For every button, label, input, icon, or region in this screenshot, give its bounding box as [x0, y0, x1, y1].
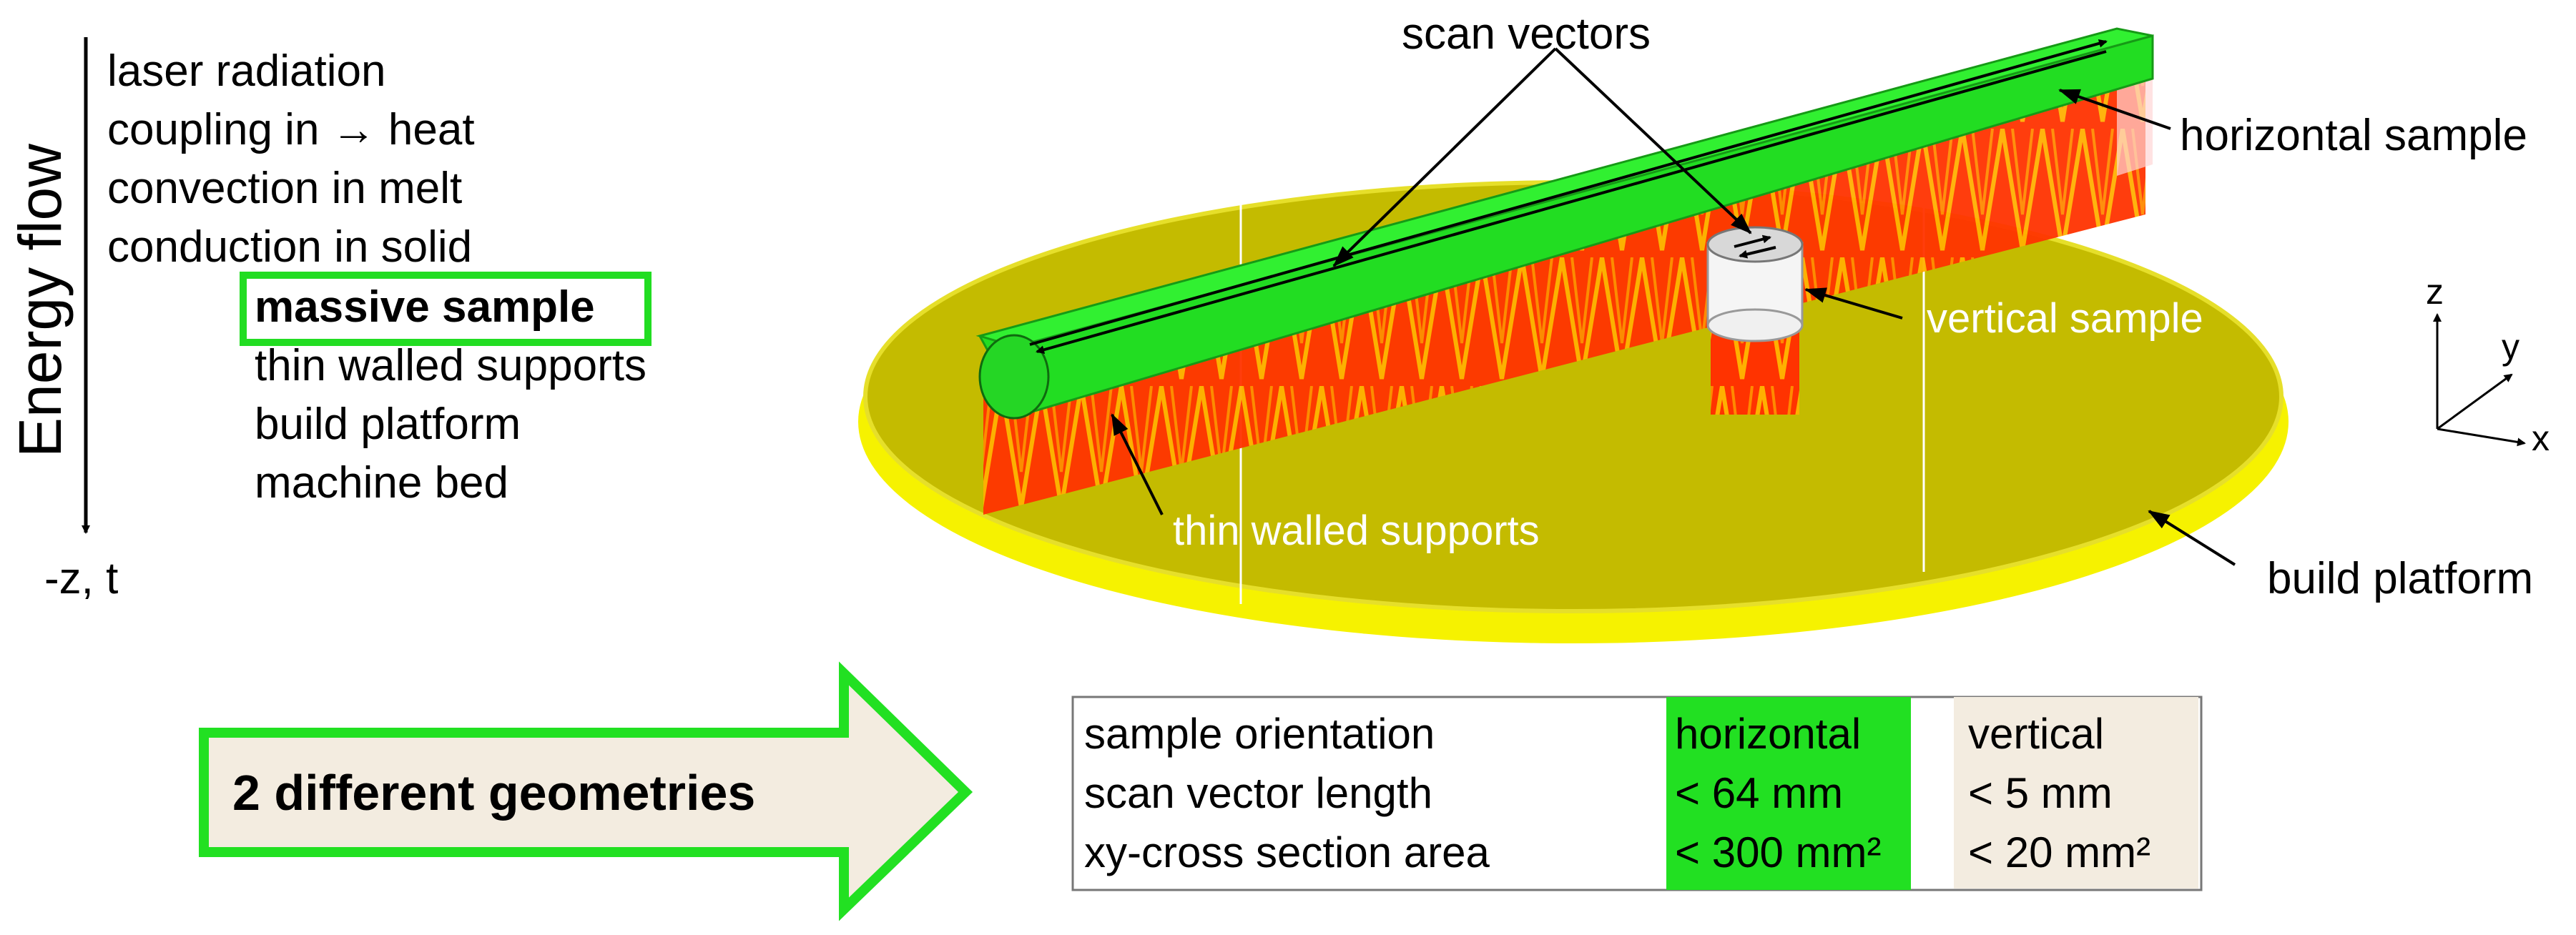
- leader-thin-walled-supports: [1111, 413, 1164, 515]
- table-column-horizontal-bg: [1666, 697, 1911, 890]
- vertical-sample-base: [1706, 308, 1804, 342]
- energy-flow-axis-end-label: -z, t: [44, 554, 118, 603]
- table-cell-property: scan vector length: [1084, 769, 1432, 817]
- label-build-platform: build platform: [2267, 554, 2533, 603]
- horizontal-sample-end-cap: [978, 334, 1050, 420]
- energy-flow-item: convection in melt: [107, 164, 462, 213]
- energy-flow-item: thin walled supports: [255, 341, 647, 390]
- energy-flow-axis-title: Energy flow: [6, 144, 74, 457]
- build-model-illustration: scan vectors horizontal sample vertical …: [858, 9, 2550, 643]
- label-thin-walled-supports: thin walled supports: [1173, 508, 1540, 554]
- callout-arrow-shape: [199, 661, 973, 921]
- table-cell-property: sample orientation: [1084, 710, 1435, 758]
- leader-vertical-sample: [1804, 287, 1903, 320]
- table-cell-horizontal: < 64 mm: [1675, 769, 1843, 817]
- table-column-vertical-bg: [1954, 697, 2198, 889]
- table-cell-horizontal: < 300 mm²: [1675, 828, 1881, 876]
- energy-flow-panel: Energy flow -z, t laser radiation coupli…: [6, 37, 652, 603]
- table-cell-vertical: < 5 mm: [1968, 769, 2113, 817]
- energy-flow-item: machine bed: [255, 458, 508, 508]
- axis-label-x: x: [2532, 418, 2550, 458]
- label-scan-vectors: scan vectors: [1402, 9, 1651, 59]
- massive-sample-highlight-box: [240, 272, 652, 346]
- leader-horizontal-sample: [2058, 89, 2171, 130]
- label-horizontal-sample: horizontal sample: [2180, 111, 2527, 160]
- table-cell-horizontal: horizontal: [1675, 710, 1861, 758]
- label-vertical-sample: vertical sample: [1927, 295, 2203, 342]
- table-cell-property: xy-cross section area: [1084, 828, 1490, 876]
- scan-vector-line: [1029, 39, 2108, 346]
- callout-arrow: 2 different geometries: [199, 661, 973, 921]
- callout-text: 2 different geometries: [232, 765, 755, 821]
- energy-flow-item: conduction in solid: [107, 222, 472, 272]
- energy-flow-item: laser radiation: [107, 46, 385, 96]
- comparison-table: sample orientation horizontal vertical s…: [1071, 696, 2203, 891]
- vertical-sample-top: [1706, 226, 1804, 263]
- energy-flow-item: coupling in → heat: [107, 105, 475, 154]
- axis-label-z: z: [2426, 272, 2444, 312]
- thin-walled-supports-mesh: [983, 57, 2145, 515]
- table-cell-vertical: < 20 mm²: [1968, 828, 2150, 876]
- leader-build-platform: [2148, 510, 2236, 566]
- table-cell-vertical: vertical: [1968, 710, 2104, 758]
- scan-vector-line: [1734, 234, 1771, 248]
- axis-label-y: y: [2502, 327, 2520, 367]
- energy-flow-item-highlighted: massive sample: [255, 282, 595, 332]
- scan-vector-line: [1036, 50, 2107, 355]
- leader-scan-vectors-right: [1554, 47, 1752, 234]
- leader-scan-vectors-left: [1332, 47, 1557, 267]
- scan-vector-line: [1739, 246, 1776, 259]
- coordinate-axes: z y x: [2426, 272, 2550, 458]
- energy-flow-item: build platform: [255, 400, 521, 449]
